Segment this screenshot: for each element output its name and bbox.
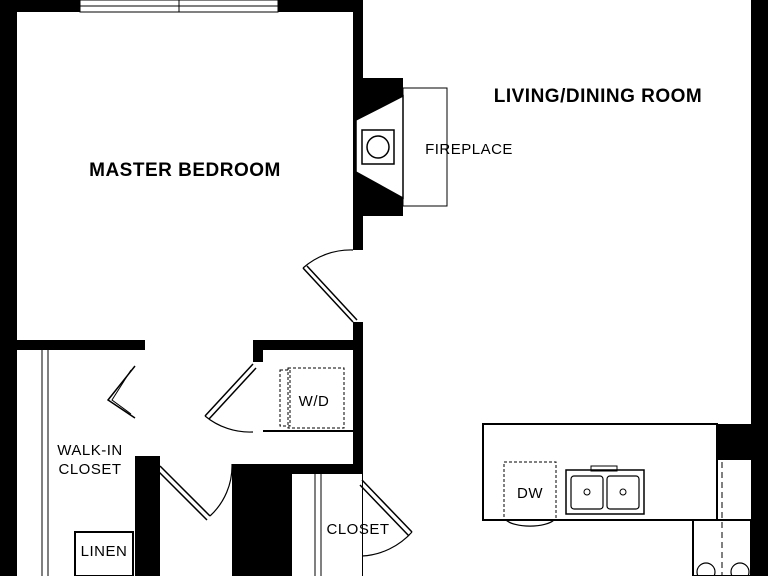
living-lower-floor [363,424,483,576]
stove-burner-icon [696,562,716,576]
linen-closet [74,531,134,576]
kitchen-counter [482,423,718,521]
wd-door-swing [204,415,254,433]
walk-in-closet-label-2: CLOSET [58,461,121,478]
fireplace-hearth [402,87,448,207]
wd-closet-floor [263,350,353,430]
closet-door-swing [361,531,413,557]
walk-in-closet-label-1: WALK-IN [57,442,122,459]
fireplace-icon [366,135,390,159]
closet-label: CLOSET [326,521,389,538]
dishwasher-label: DW [517,485,543,502]
living-dining-label: LIVING/DINING ROOM [494,86,703,107]
bedroom-door-leaf [302,267,354,323]
wd-label: W/D [299,393,330,410]
master-bedroom-floor [17,12,353,340]
wd-door-leaf [204,363,254,417]
hallway-floor [145,340,253,464]
dishwasher [503,461,557,521]
closet-floor [292,474,362,576]
bedroom-door-swing [302,249,354,269]
linen-label: LINEN [81,543,128,560]
kitchen-floor [483,520,693,576]
hall-door-leaf [159,465,211,517]
hall-door-swing [209,463,233,517]
master-bedroom-label: MASTER BEDROOM [89,160,281,181]
closet-door-leaf [361,479,413,533]
fireplace-label: FIREPLACE [425,141,513,158]
washer-dryer [287,367,345,429]
kitchen-sink [565,469,645,515]
living-dining-floor [363,0,751,424]
